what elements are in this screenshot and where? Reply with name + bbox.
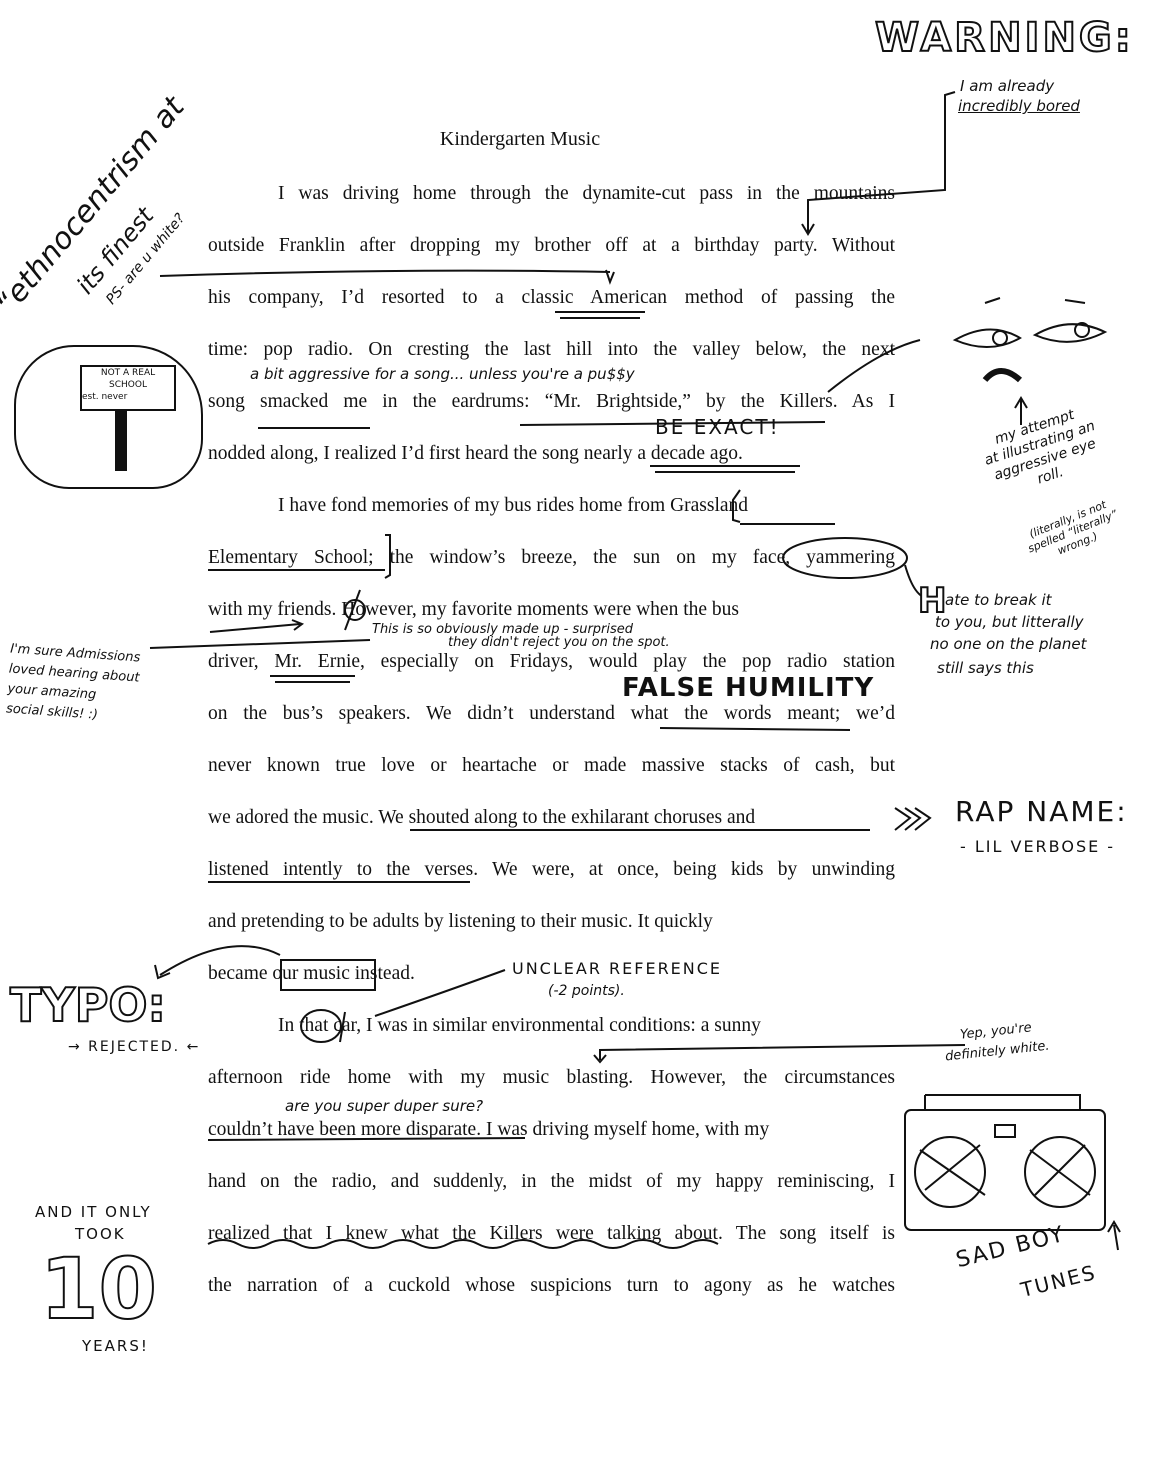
made-up-annotation-2: they didn't reject you on the spot. xyxy=(448,635,670,650)
hate-annotation-3: no one on the planet xyxy=(930,635,1087,653)
sad-boy-annotation: SAD BOY xyxy=(953,1221,1068,1274)
false-humility-annotation: FALSE HUMILITY xyxy=(622,673,875,703)
not-a-real-school-sign: NOT A REAL SCHOOL est. never xyxy=(80,365,176,411)
body-line: time: pop radio. On cresting the last hi… xyxy=(208,339,895,360)
points-annotation: (-2 points). xyxy=(548,983,625,999)
sign-post xyxy=(115,409,127,471)
body-line: we adored the music. We shouted along to… xyxy=(208,807,756,828)
body-line: with my friends. However, my favorite mo… xyxy=(208,599,740,620)
body-line: the narration of a cuckold whose suspici… xyxy=(208,1275,895,1296)
body-line: Elementary School; the window’s breeze, … xyxy=(208,547,895,568)
body-line: driver, Mr. Ernie, especially on Fridays… xyxy=(208,651,895,672)
body-line: his company, I’d resorted to a classic A… xyxy=(208,287,895,308)
warning-annotation: WARNING: xyxy=(874,15,1134,61)
made-up-annotation: This is so obviously made up - surprised xyxy=(372,622,634,637)
body-line: hand on the radio, and suddenly, in the … xyxy=(208,1171,895,1192)
white-annotation-1: Yep, you're xyxy=(959,1020,1033,1043)
body-line: on the bus’s speakers. We didn’t underst… xyxy=(208,703,895,724)
white-annotation-2: definitely white. xyxy=(944,1038,1051,1065)
body-line: afternoon ride home with my music blasti… xyxy=(208,1067,895,1088)
ten-annotation: 10 xyxy=(39,1240,158,1338)
tunes-annotation: TUNES xyxy=(1018,1260,1099,1302)
rejected-annotation: → REJECTED. ← xyxy=(68,1039,201,1055)
typo-annotation: TYPO: xyxy=(9,978,167,1032)
body-line: I was driving home through the dynamite-… xyxy=(278,183,895,204)
years-annotation: YEARS! xyxy=(82,1337,149,1355)
body-line: nodded along, I realized I’d first heard… xyxy=(208,443,743,464)
body-line: never known true love or heartache or ma… xyxy=(208,755,895,776)
unclear-reference-annotation: UNCLEAR REFERENCE xyxy=(512,959,723,978)
body-line: In that car, I was in similar environmen… xyxy=(278,1015,761,1036)
lil-verbose-annotation: - LIL VERBOSE - xyxy=(960,837,1116,856)
body-line: and pretending to be adults by listening… xyxy=(208,911,713,932)
body-line: song smacked me in the eardrums: “Mr. Br… xyxy=(208,391,895,412)
bush-drawing xyxy=(14,345,203,489)
rap-name-annotation: RAP NAME: xyxy=(955,795,1128,828)
document-title: Kindergarten Music xyxy=(439,128,601,150)
sign-text: est. never xyxy=(82,392,128,402)
body-line: listened intently to the verses. We were… xyxy=(208,859,895,880)
hate-initial: H xyxy=(917,581,948,621)
only-took-annotation-1: AND IT ONLY xyxy=(35,1203,152,1221)
body-line: couldn’t have been more disparate. I was… xyxy=(208,1119,770,1140)
hate-annotation-2: to you, but litterally xyxy=(935,613,1084,631)
sign-text: SCHOOL xyxy=(109,380,147,390)
admissions-annotation: I'm sure Admissions loved hearing about … xyxy=(5,640,141,729)
aggressive-annotation: a bit aggressive for a song... unless yo… xyxy=(250,365,635,383)
hate-annotation-1: ate to break it xyxy=(945,591,1052,609)
body-line: realized that I knew what the Killers we… xyxy=(208,1223,895,1244)
hate-annotation-4: still says this xyxy=(937,659,1034,677)
be-exact-annotation: BE EXACT! xyxy=(655,415,780,439)
bored-annotation-2: incredibly bored xyxy=(958,97,1080,115)
super-duper-annotation: are you super duper sure? xyxy=(285,1097,484,1115)
body-line: I have fond memories of my bus rides hom… xyxy=(278,495,749,516)
only-took-annotation-2: TOOK xyxy=(75,1225,126,1243)
eye-roll-annotation: my attempt at illustrating an aggressive… xyxy=(977,402,1108,502)
literally-note: (literally, is not spelled “literally” w… xyxy=(1021,496,1124,568)
sign-text: NOT A REAL xyxy=(100,368,156,378)
bored-annotation-1: I am already xyxy=(960,77,1055,95)
body-line: outside Franklin after dropping my broth… xyxy=(208,235,895,256)
